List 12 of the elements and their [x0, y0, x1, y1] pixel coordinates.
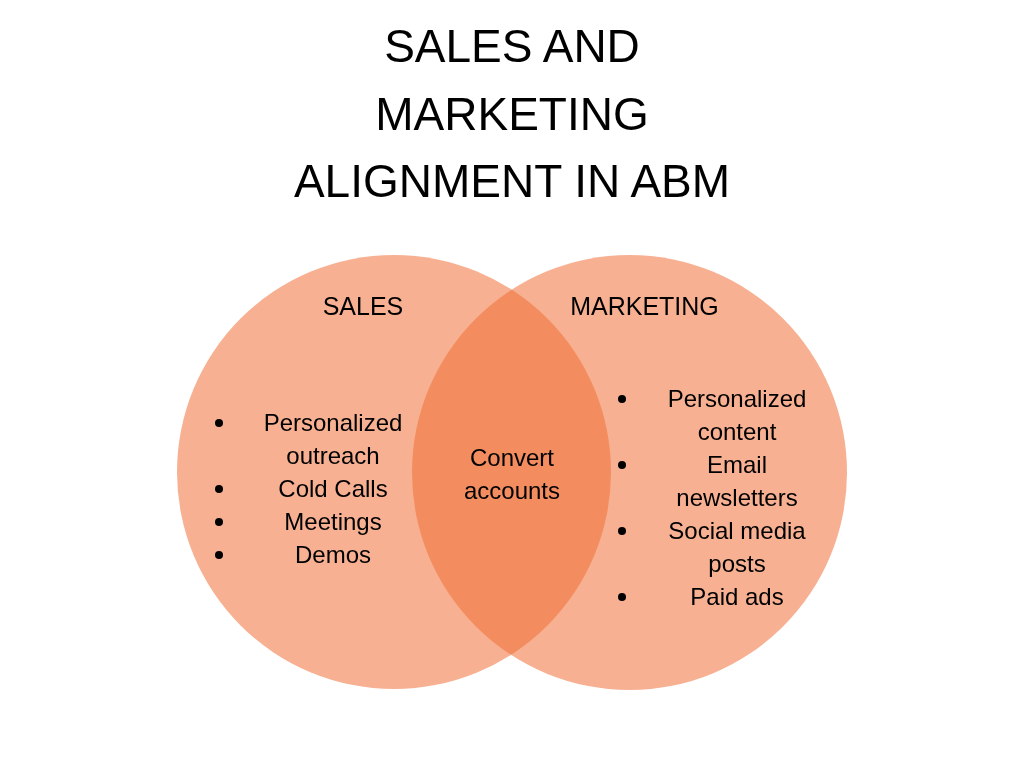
list-item: Personalized content: [666, 384, 808, 447]
list-item: Meetings: [284, 507, 382, 537]
list-item: Social media posts: [667, 516, 807, 579]
list-item: Email newsletters: [675, 450, 799, 513]
diagram-title: SALES AND MARKETING ALIGNMENT IN ABM: [292, 19, 732, 209]
list-item: Demos: [295, 540, 371, 570]
list-item: Personalized outreach: [262, 408, 404, 471]
list-item: Cold Calls: [278, 474, 388, 504]
overlap-text: Convert accounts: [462, 443, 562, 506]
list-item: Paid ads: [690, 582, 784, 612]
circle-heading: MARKETING: [570, 291, 719, 321]
circle-heading: SALES: [322, 291, 404, 321]
